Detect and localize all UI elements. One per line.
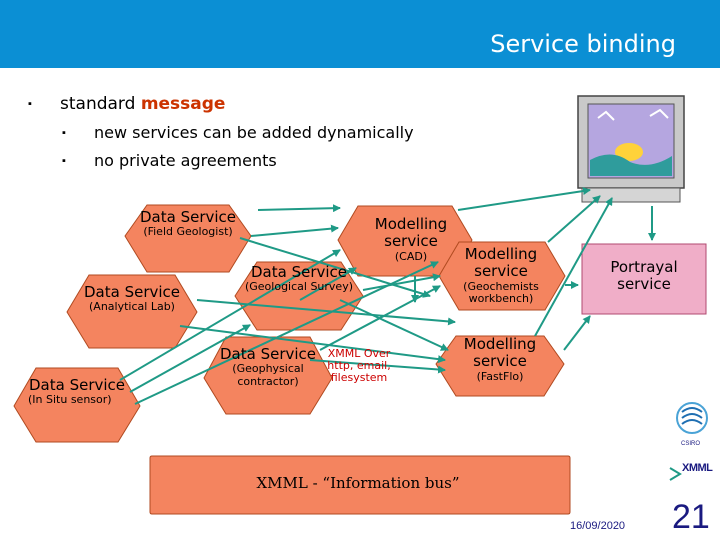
node-field-geologist: Data Service (Field Geologist) [136, 208, 240, 239]
bullet-main: standard message [60, 94, 225, 114]
page-number: 21 [672, 498, 710, 536]
node-sub: (FastFlo) [476, 369, 524, 383]
xmml-logo-icon [669, 467, 682, 481]
node-name: Data Service [250, 263, 348, 281]
sub-bullet-marker: ▪ [62, 127, 66, 139]
slide-title: Service binding [490, 30, 676, 58]
footer-date: 16/09/2020 [570, 520, 626, 532]
node-geological-survey: Data Service (Geological Survey) [244, 263, 354, 294]
bullet-main-text: standard [60, 94, 141, 114]
node-portrayal: Portrayal service [590, 258, 698, 294]
node-in-situ-sensor: Data Service (In Situ sensor) [22, 376, 132, 407]
shape-modelling-fastflo [435, 335, 565, 397]
node-modelling-geochemists: Modelling service (Geochemists workbench… [446, 245, 556, 306]
node-name: Data Service [83, 283, 181, 301]
shape-field-geologist [124, 204, 252, 273]
node-analytical-lab: Data Service (Analytical Lab) [78, 283, 186, 314]
sub-bullet-marker: ▪ [62, 155, 66, 167]
node-name: Data Service [219, 345, 317, 363]
csiro-logo-icon [676, 402, 708, 434]
node-sub: (Geophysical contractor) [232, 362, 304, 388]
header-band: Service binding [0, 0, 720, 68]
node-modelling-cad: Modelling service (CAD) [356, 215, 466, 263]
node-sub: (Geological Survey) [244, 280, 354, 294]
sub-bullet-1: new services can be added dynamically [94, 123, 414, 142]
bullet-marker: ▪ [28, 98, 32, 110]
node-sub: (Analytical Lab) [89, 300, 175, 314]
information-bus-label: XMML - “Information bus” [256, 474, 460, 492]
shape-in-situ-sensor [13, 367, 141, 443]
sub-bullet-2: no private agreements [94, 151, 277, 170]
node-modelling-fastflo: Modelling service (FastFlo) [446, 335, 554, 383]
shape-portrayal [581, 243, 707, 315]
node-sub: (Field Geologist) [143, 225, 233, 239]
bullet-main-accent: message [140, 94, 226, 114]
csiro-logo-text: CSIRO [681, 441, 700, 447]
node-name: Data Service [139, 208, 237, 226]
node-name: Modelling service [463, 335, 537, 371]
node-geophysical-contractor: Data Service (Geophysical contractor) [214, 345, 322, 389]
node-sub: (In Situ sensor) [28, 393, 112, 407]
node-sub: (CAD) [394, 249, 428, 263]
node-name: Modelling service [464, 245, 538, 281]
node-name: Data Service [28, 376, 126, 394]
monitor-icon [577, 95, 685, 203]
xmml-transport-note: XMML Over http, email, filesystem [327, 347, 391, 385]
node-sub: (Geochemists workbench) [463, 279, 539, 306]
arrow-group [119, 187, 656, 405]
node-name: Modelling service [374, 215, 448, 251]
shape-information-bus [149, 455, 571, 515]
node-name: Portrayal service [610, 258, 678, 294]
xmml-logo-text: XMML [682, 462, 713, 474]
